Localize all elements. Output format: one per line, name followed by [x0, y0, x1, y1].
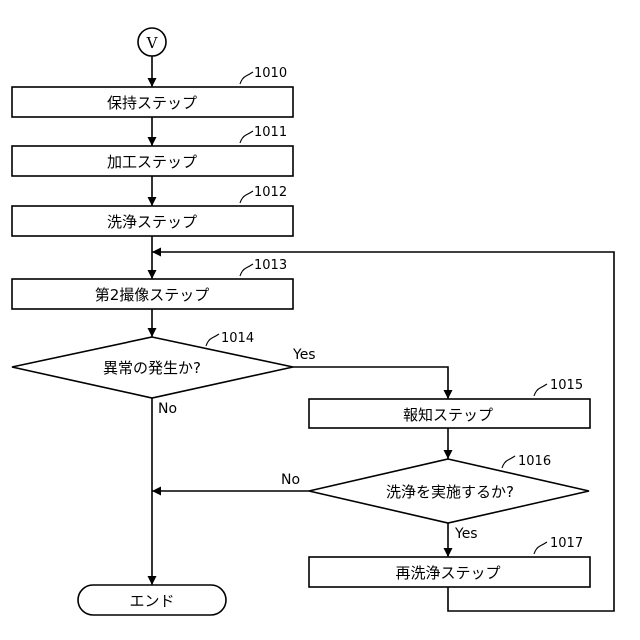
step-1015: 報知ステップ 1015	[309, 378, 590, 428]
decision-1014-ref-leader	[206, 334, 219, 346]
step-1011-ref: 1011	[254, 125, 287, 140]
decision-1014-ref: 1014	[221, 331, 254, 346]
decision-1016-yes-label: Yes	[454, 526, 478, 542]
arrow-1014-yes-to-1015	[293, 367, 448, 399]
step-1017: 再洗浄ステップ 1017	[309, 536, 590, 587]
decision-1016-no-label: No	[281, 472, 300, 488]
decision-1014: 異常の発生か? 1014 Yes No	[12, 331, 316, 417]
step-1010-ref-leader	[240, 72, 253, 84]
step-1013-ref: 1013	[254, 258, 287, 273]
step-1013-label: 第2撮像ステップ	[95, 286, 210, 304]
step-1012-ref: 1012	[254, 185, 287, 200]
connector-v: V	[138, 28, 166, 56]
decision-1016-label: 洗浄を実施するか?	[386, 483, 514, 501]
step-1015-ref-leader	[534, 384, 547, 396]
step-1015-ref: 1015	[550, 378, 583, 393]
decision-1016-ref: 1016	[518, 454, 551, 469]
step-1017-ref-leader	[534, 542, 547, 554]
decision-1016: 洗浄を実施するか? 1016 No Yes	[281, 454, 589, 542]
step-1011-label: 加工ステップ	[107, 153, 197, 171]
step-1011-ref-leader	[240, 131, 253, 143]
step-1012-ref-leader	[240, 191, 253, 203]
terminal-end-label: エンド	[129, 592, 174, 610]
decision-1014-yes-label: Yes	[292, 347, 316, 363]
step-1010-label: 保持ステップ	[107, 94, 197, 112]
step-1017-ref: 1017	[550, 536, 583, 551]
decision-1014-label: 異常の発生か?	[103, 359, 201, 377]
decision-1014-no-label: No	[158, 401, 177, 417]
step-1012-label: 洗浄ステップ	[107, 213, 197, 231]
terminal-end: エンド	[78, 585, 226, 615]
step-1015-label: 報知ステップ	[403, 406, 493, 424]
step-1010-ref: 1010	[254, 66, 287, 81]
decision-1016-ref-leader	[502, 456, 515, 468]
step-1013-ref-leader	[240, 264, 253, 276]
connector-v-label: V	[146, 34, 159, 52]
step-1017-label: 再洗浄ステップ	[395, 564, 500, 582]
